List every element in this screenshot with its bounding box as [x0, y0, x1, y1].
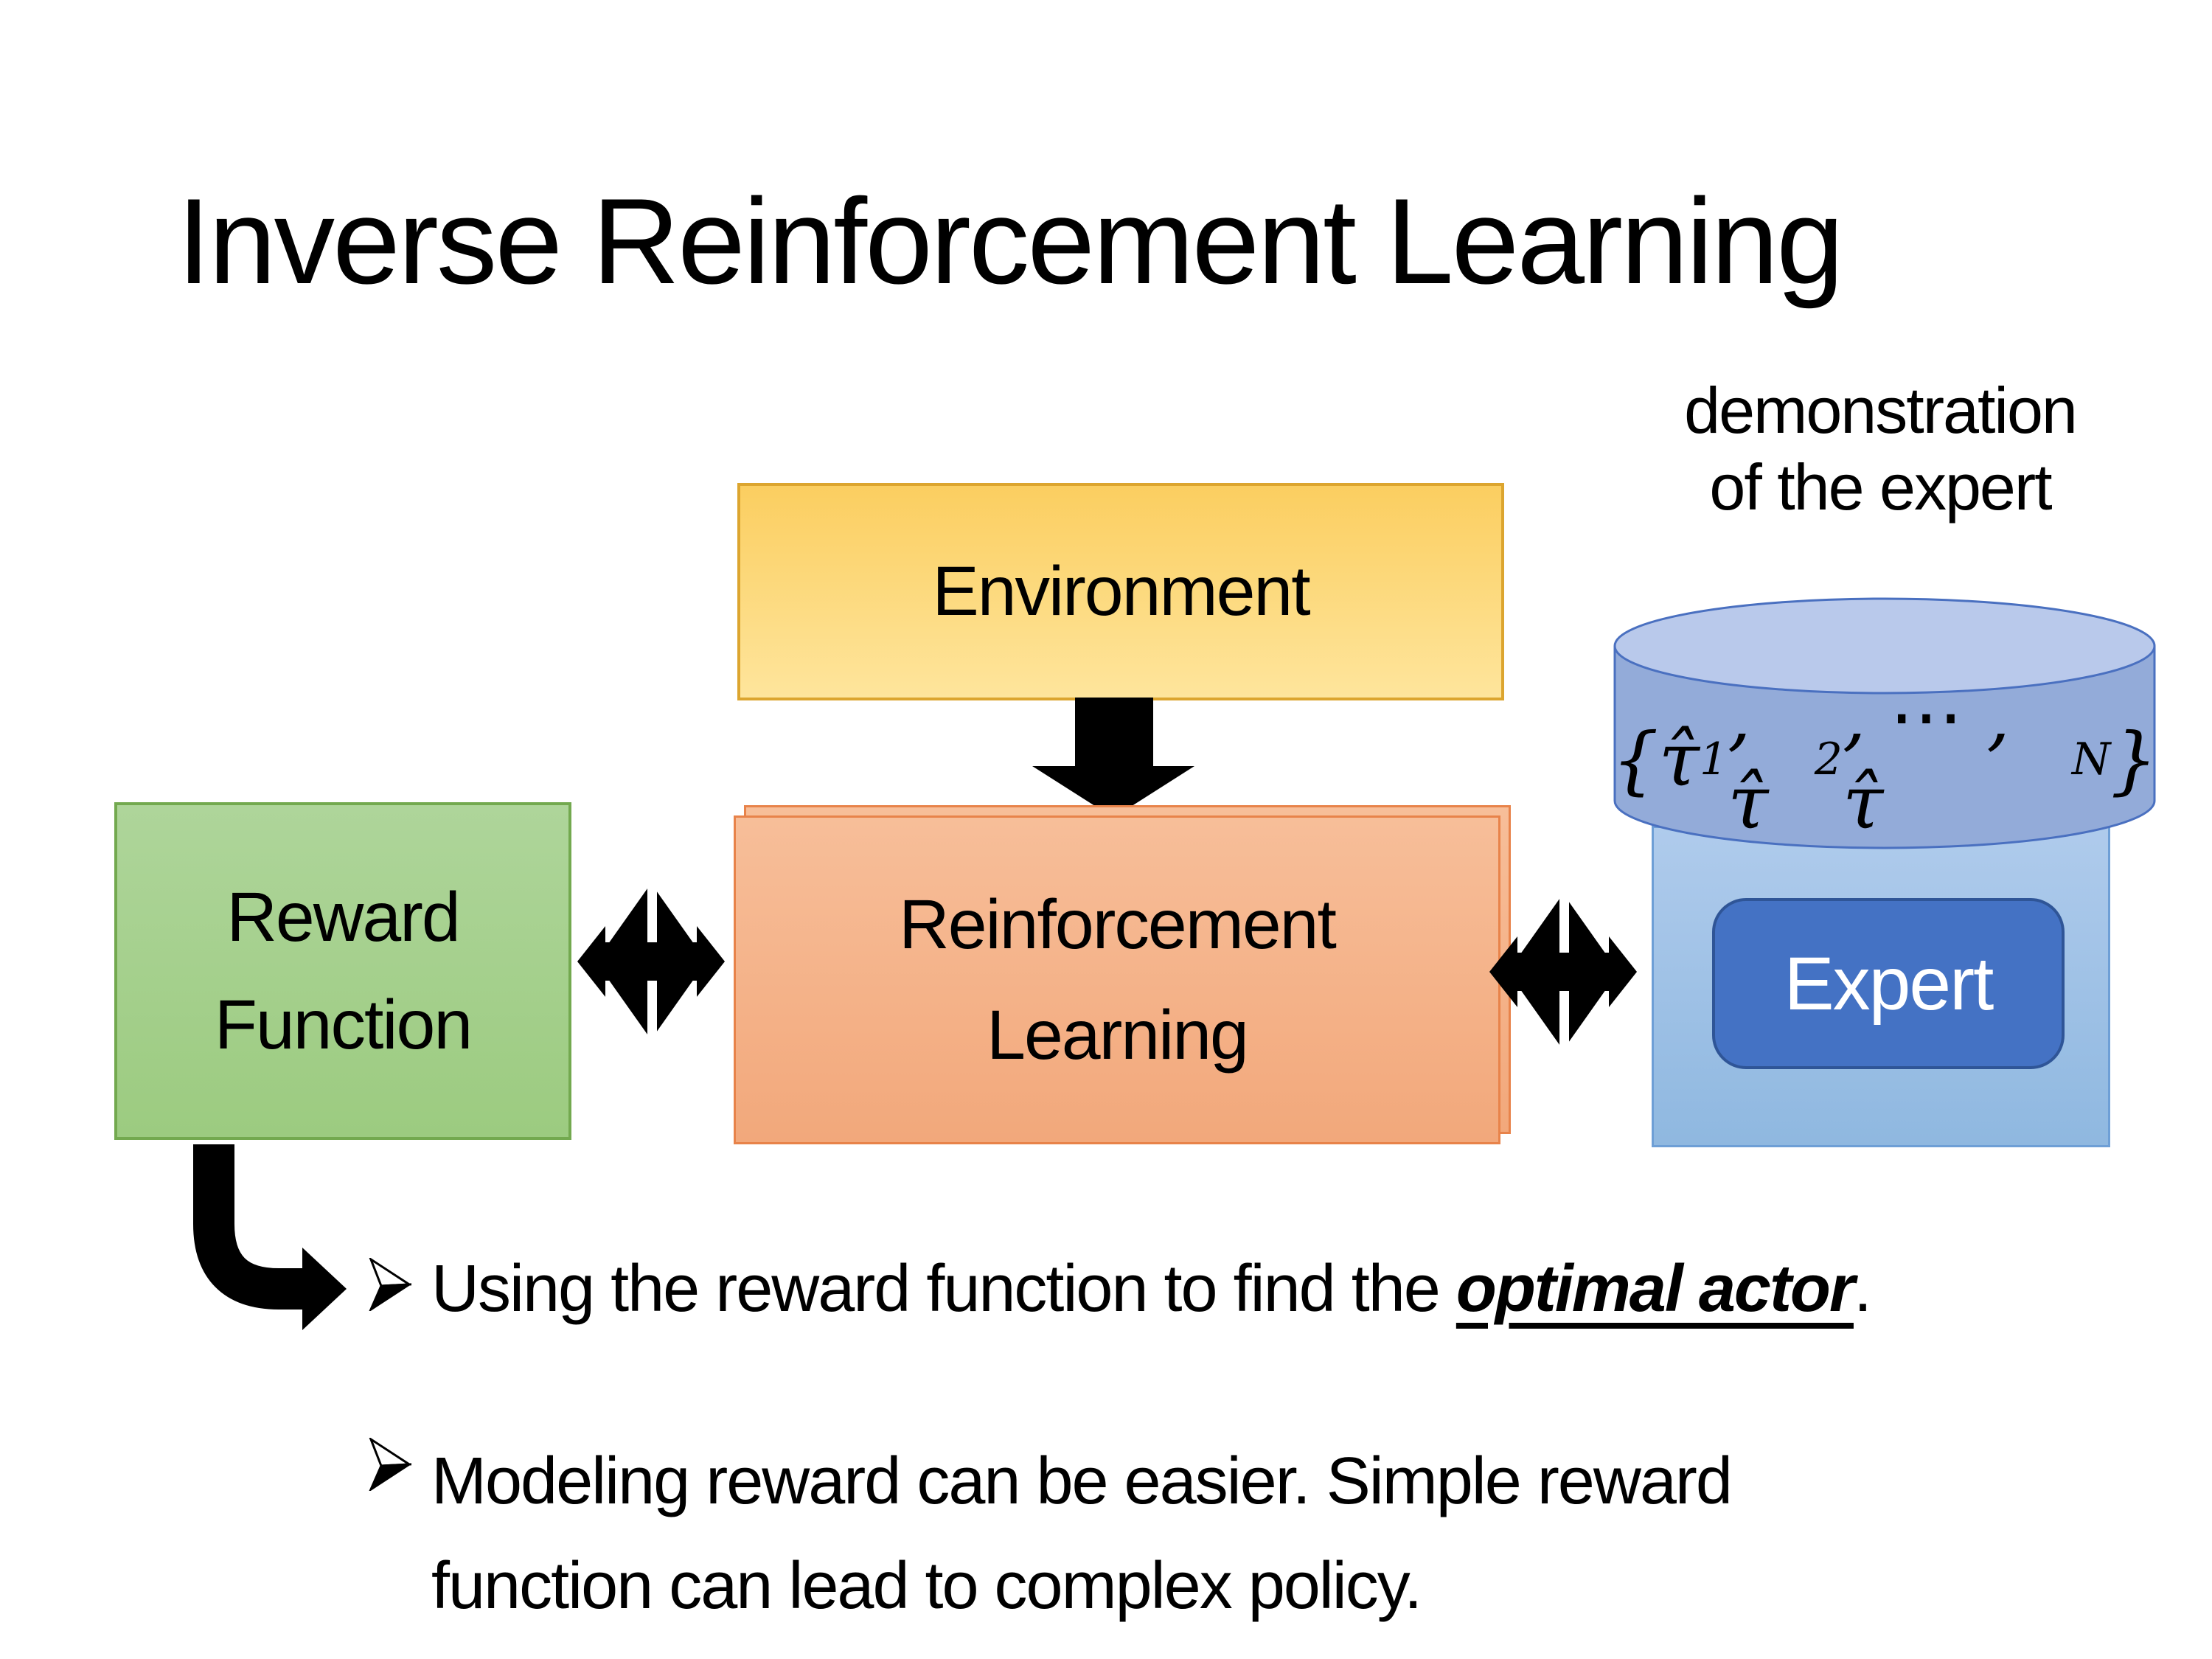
bullet-item-1: Using the reward function to find the op… [431, 1248, 1872, 1330]
bullet1-emphasis: optimal actor [1455, 1252, 1855, 1326]
reward-function-box: Reward Function [114, 802, 571, 1140]
reward-box-label-line1: Reward [226, 878, 460, 956]
bullet1-suffix: . [1853, 1252, 1872, 1326]
rl-box-label-line2: Learning [987, 996, 1249, 1074]
environment-box: Environment [737, 483, 1504, 700]
formula-mid1: , τ̂ [1728, 673, 1769, 846]
formula-open: {τ̂ [1612, 716, 1700, 803]
slide-title: Inverse Reinforcement Learning [177, 173, 1844, 309]
down-arrow-icon [1032, 698, 1194, 818]
arrowhead-bullet-icon [369, 1258, 411, 1311]
bullet-item-2: Modeling reward can be easier. Simple re… [431, 1444, 1733, 1623]
environment-box-label: Environment [932, 552, 1310, 630]
expert-box: Expert [1712, 898, 2065, 1069]
demonstration-database-cylinder [1613, 597, 2156, 849]
exchange-arrows-icon [1489, 894, 1637, 1050]
formula-close: } [2110, 716, 2157, 803]
expert-box-label: Expert [1784, 941, 1994, 1026]
exchange-arrows-icon [577, 883, 725, 1040]
arrowhead-bullet-icon [369, 1438, 411, 1491]
elbow-arrow-icon [193, 1144, 347, 1330]
bullet1-prefix: Using the reward function to find the [431, 1252, 1456, 1326]
rl-box-label-line1: Reinforcement [899, 886, 1337, 964]
trajectory-set-formula: {τ̂1, τ̂2, ⋯ , τ̂N} [1612, 673, 2157, 846]
demonstration-label-line1: demonstration [1684, 374, 2078, 447]
formula-mid2: , ⋯ , τ̂ [1842, 673, 2011, 846]
reinforcement-learning-box: Reinforcement Learning [734, 815, 1500, 1144]
reward-box-label-line2: Function [214, 986, 473, 1064]
demonstration-label: demonstration of the expert [1585, 372, 2175, 526]
demonstration-label-line2: of the expert [1709, 451, 2052, 524]
